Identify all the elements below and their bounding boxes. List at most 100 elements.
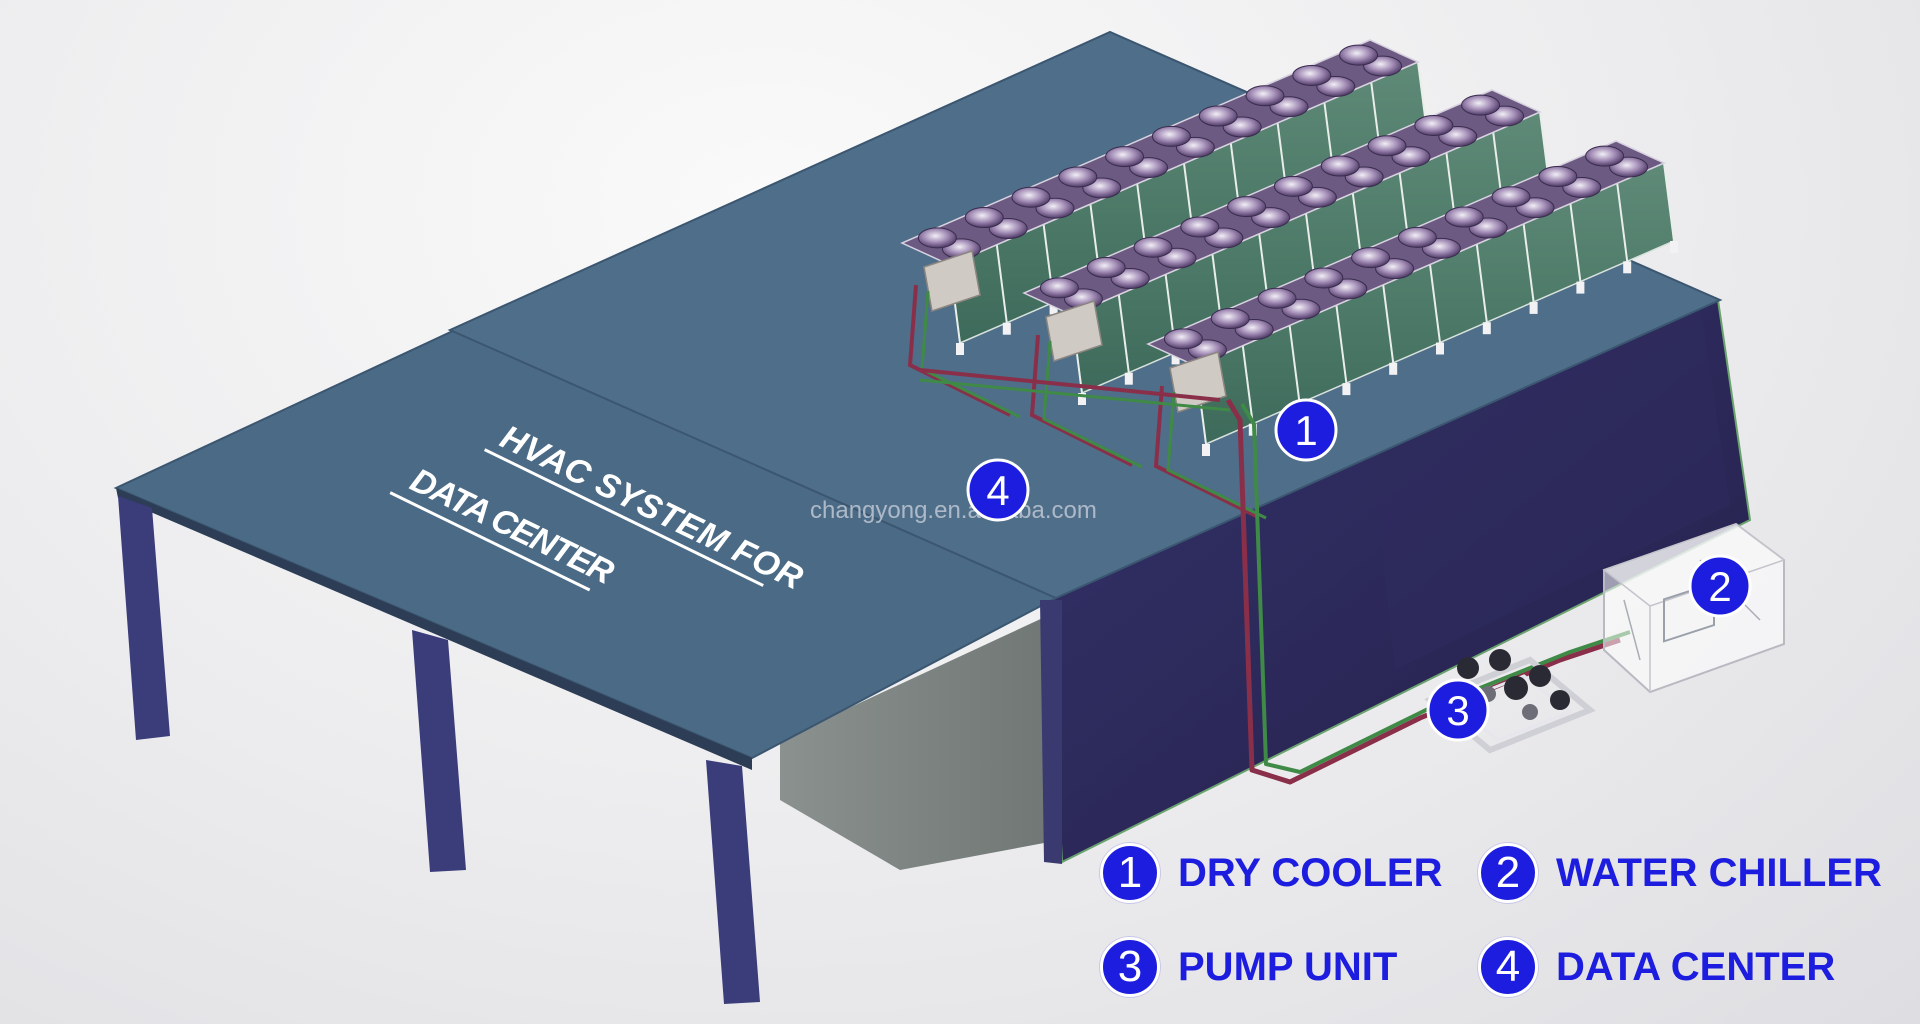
cooler-fan-icon — [1227, 196, 1267, 218]
cooler-rib — [1616, 183, 1629, 262]
pipe-header-red — [919, 368, 1221, 402]
cooler-pipe-red — [1029, 334, 1133, 467]
legend-label: WATER CHILLER — [1556, 850, 1882, 895]
pipe-header-green — [919, 378, 1231, 412]
cooler-leg — [956, 343, 964, 355]
cooler-rib — [1241, 345, 1254, 424]
cooler-fan-icon — [1304, 267, 1344, 289]
cooler-rib — [1569, 203, 1582, 282]
cooler-pipe-red — [907, 284, 1011, 417]
cooler-pipe-green — [1166, 391, 1267, 520]
cooler-leg — [1049, 302, 1058, 315]
cooler-fan-icon — [1461, 94, 1501, 116]
cooler-fan-icon — [1163, 328, 1203, 350]
cooler-rib — [1522, 223, 1535, 303]
legend-badge: 2 — [1478, 843, 1538, 903]
cooler-leg — [1670, 241, 1678, 253]
cooler-fan-icon — [1058, 166, 1098, 188]
cooler-rib — [1429, 264, 1441, 343]
pipe-supply — [1225, 398, 1621, 785]
marker-2-number: 2 — [1708, 563, 1731, 610]
marker-3-number: 3 — [1446, 687, 1469, 734]
front-wall-edge — [1040, 600, 1062, 864]
watermark: changyong.en.alibaba.com — [810, 497, 1097, 524]
legend-badge: 1 — [1100, 843, 1160, 903]
cooler-leg — [1342, 383, 1351, 396]
cooler-leg — [1529, 301, 1538, 314]
cooler-pipe-red — [1153, 385, 1257, 518]
cooler-fan-icon — [1105, 146, 1145, 168]
cooler-pipe-green — [1042, 340, 1143, 469]
cooler-fan-icon — [1351, 247, 1391, 269]
cooler-fan-icon — [1367, 135, 1407, 157]
cooler-rib — [1288, 325, 1301, 404]
cooler-fan-icon — [1257, 287, 1297, 309]
cooler-fan-icon — [1011, 186, 1051, 208]
legend-label: DATA CENTER — [1556, 944, 1836, 989]
roof-front-edge — [116, 488, 752, 770]
cooler-leg — [1171, 352, 1180, 365]
cooler-fan-icon — [1414, 114, 1454, 136]
cooler-fan-icon — [1292, 64, 1332, 86]
cooler-fan-icon — [1245, 85, 1285, 107]
cooler-fan-icon — [964, 207, 1004, 229]
cooler-leg — [1436, 342, 1444, 355]
right-wall-panel — [1370, 300, 1730, 670]
cooler-rib — [995, 244, 1008, 323]
legend-badge: 4 — [1478, 937, 1538, 997]
cooler-leg — [1078, 393, 1086, 405]
pipe-return — [1240, 402, 1631, 774]
cooler-leg — [1202, 444, 1210, 456]
piping — [919, 368, 1631, 785]
cooler-rib — [1475, 244, 1488, 323]
legend-item-water-chiller: 2 WATER CHILLER — [1478, 842, 1882, 904]
marker-1-number: 1 — [1294, 407, 1317, 454]
legend-badge: 3 — [1100, 937, 1160, 997]
marker-2: 2 — [1688, 554, 1752, 618]
cooler-fan-icon — [1151, 125, 1191, 147]
cooler-fan-icon — [1320, 155, 1360, 177]
dry-cooler-bank — [1022, 89, 1554, 469]
column-3 — [706, 760, 760, 1004]
cooler-rib — [1382, 284, 1395, 363]
cooler-fan-icon — [1086, 257, 1126, 279]
cooler-leg — [1623, 261, 1632, 274]
cooler-fan-icon — [1133, 236, 1173, 258]
legend-item-pump-unit: 3 PUMP UNIT — [1100, 936, 1397, 998]
legend: 1 DRY COOLER 2 WATER CHILLER 3 PUMP UNIT… — [1100, 842, 1920, 1022]
cooler-fan-icon — [1273, 175, 1313, 197]
cooler-leg — [1576, 281, 1585, 294]
dry-cooler-banks — [900, 39, 1678, 520]
cooler-fan-icon — [917, 227, 957, 249]
legend-label: DRY COOLER — [1178, 850, 1443, 895]
cooler-rib — [1335, 304, 1348, 384]
marker-4: 4 — [966, 458, 1030, 522]
cooler-fan-icon — [1538, 165, 1578, 187]
cooler-rib — [1117, 294, 1130, 373]
column-2 — [412, 630, 466, 872]
cooler-rib — [1663, 162, 1675, 242]
cooler-fan-icon — [1585, 145, 1625, 167]
cooler-leg — [1389, 362, 1398, 375]
cooler-leg — [1482, 322, 1491, 335]
cooler-control-box — [1045, 300, 1103, 362]
cooler-fan-icon — [1198, 105, 1238, 127]
cooler-fan-icon — [1210, 308, 1250, 330]
cooler-fan-icon — [1491, 186, 1531, 208]
marker-4-number: 4 — [986, 467, 1009, 514]
cooler-fan-icon — [1039, 277, 1079, 299]
cooler-fan-icon — [1339, 44, 1379, 66]
marker-1: 1 — [1274, 398, 1338, 462]
legend-label: PUMP UNIT — [1178, 944, 1398, 989]
column-1 — [118, 496, 170, 740]
cooler-leg — [1002, 322, 1011, 335]
cooler-leg — [1124, 372, 1133, 385]
cooler-control-box — [923, 250, 981, 312]
legend-item-dry-cooler: 1 DRY COOLER — [1100, 842, 1442, 904]
legend-item-data-center: 4 DATA CENTER — [1478, 936, 1835, 998]
inner-wall — [780, 610, 1060, 870]
cooler-fan-icon — [1180, 216, 1220, 238]
dry-cooler-bank — [1146, 140, 1678, 520]
cooler-fan-icon — [1444, 206, 1484, 228]
